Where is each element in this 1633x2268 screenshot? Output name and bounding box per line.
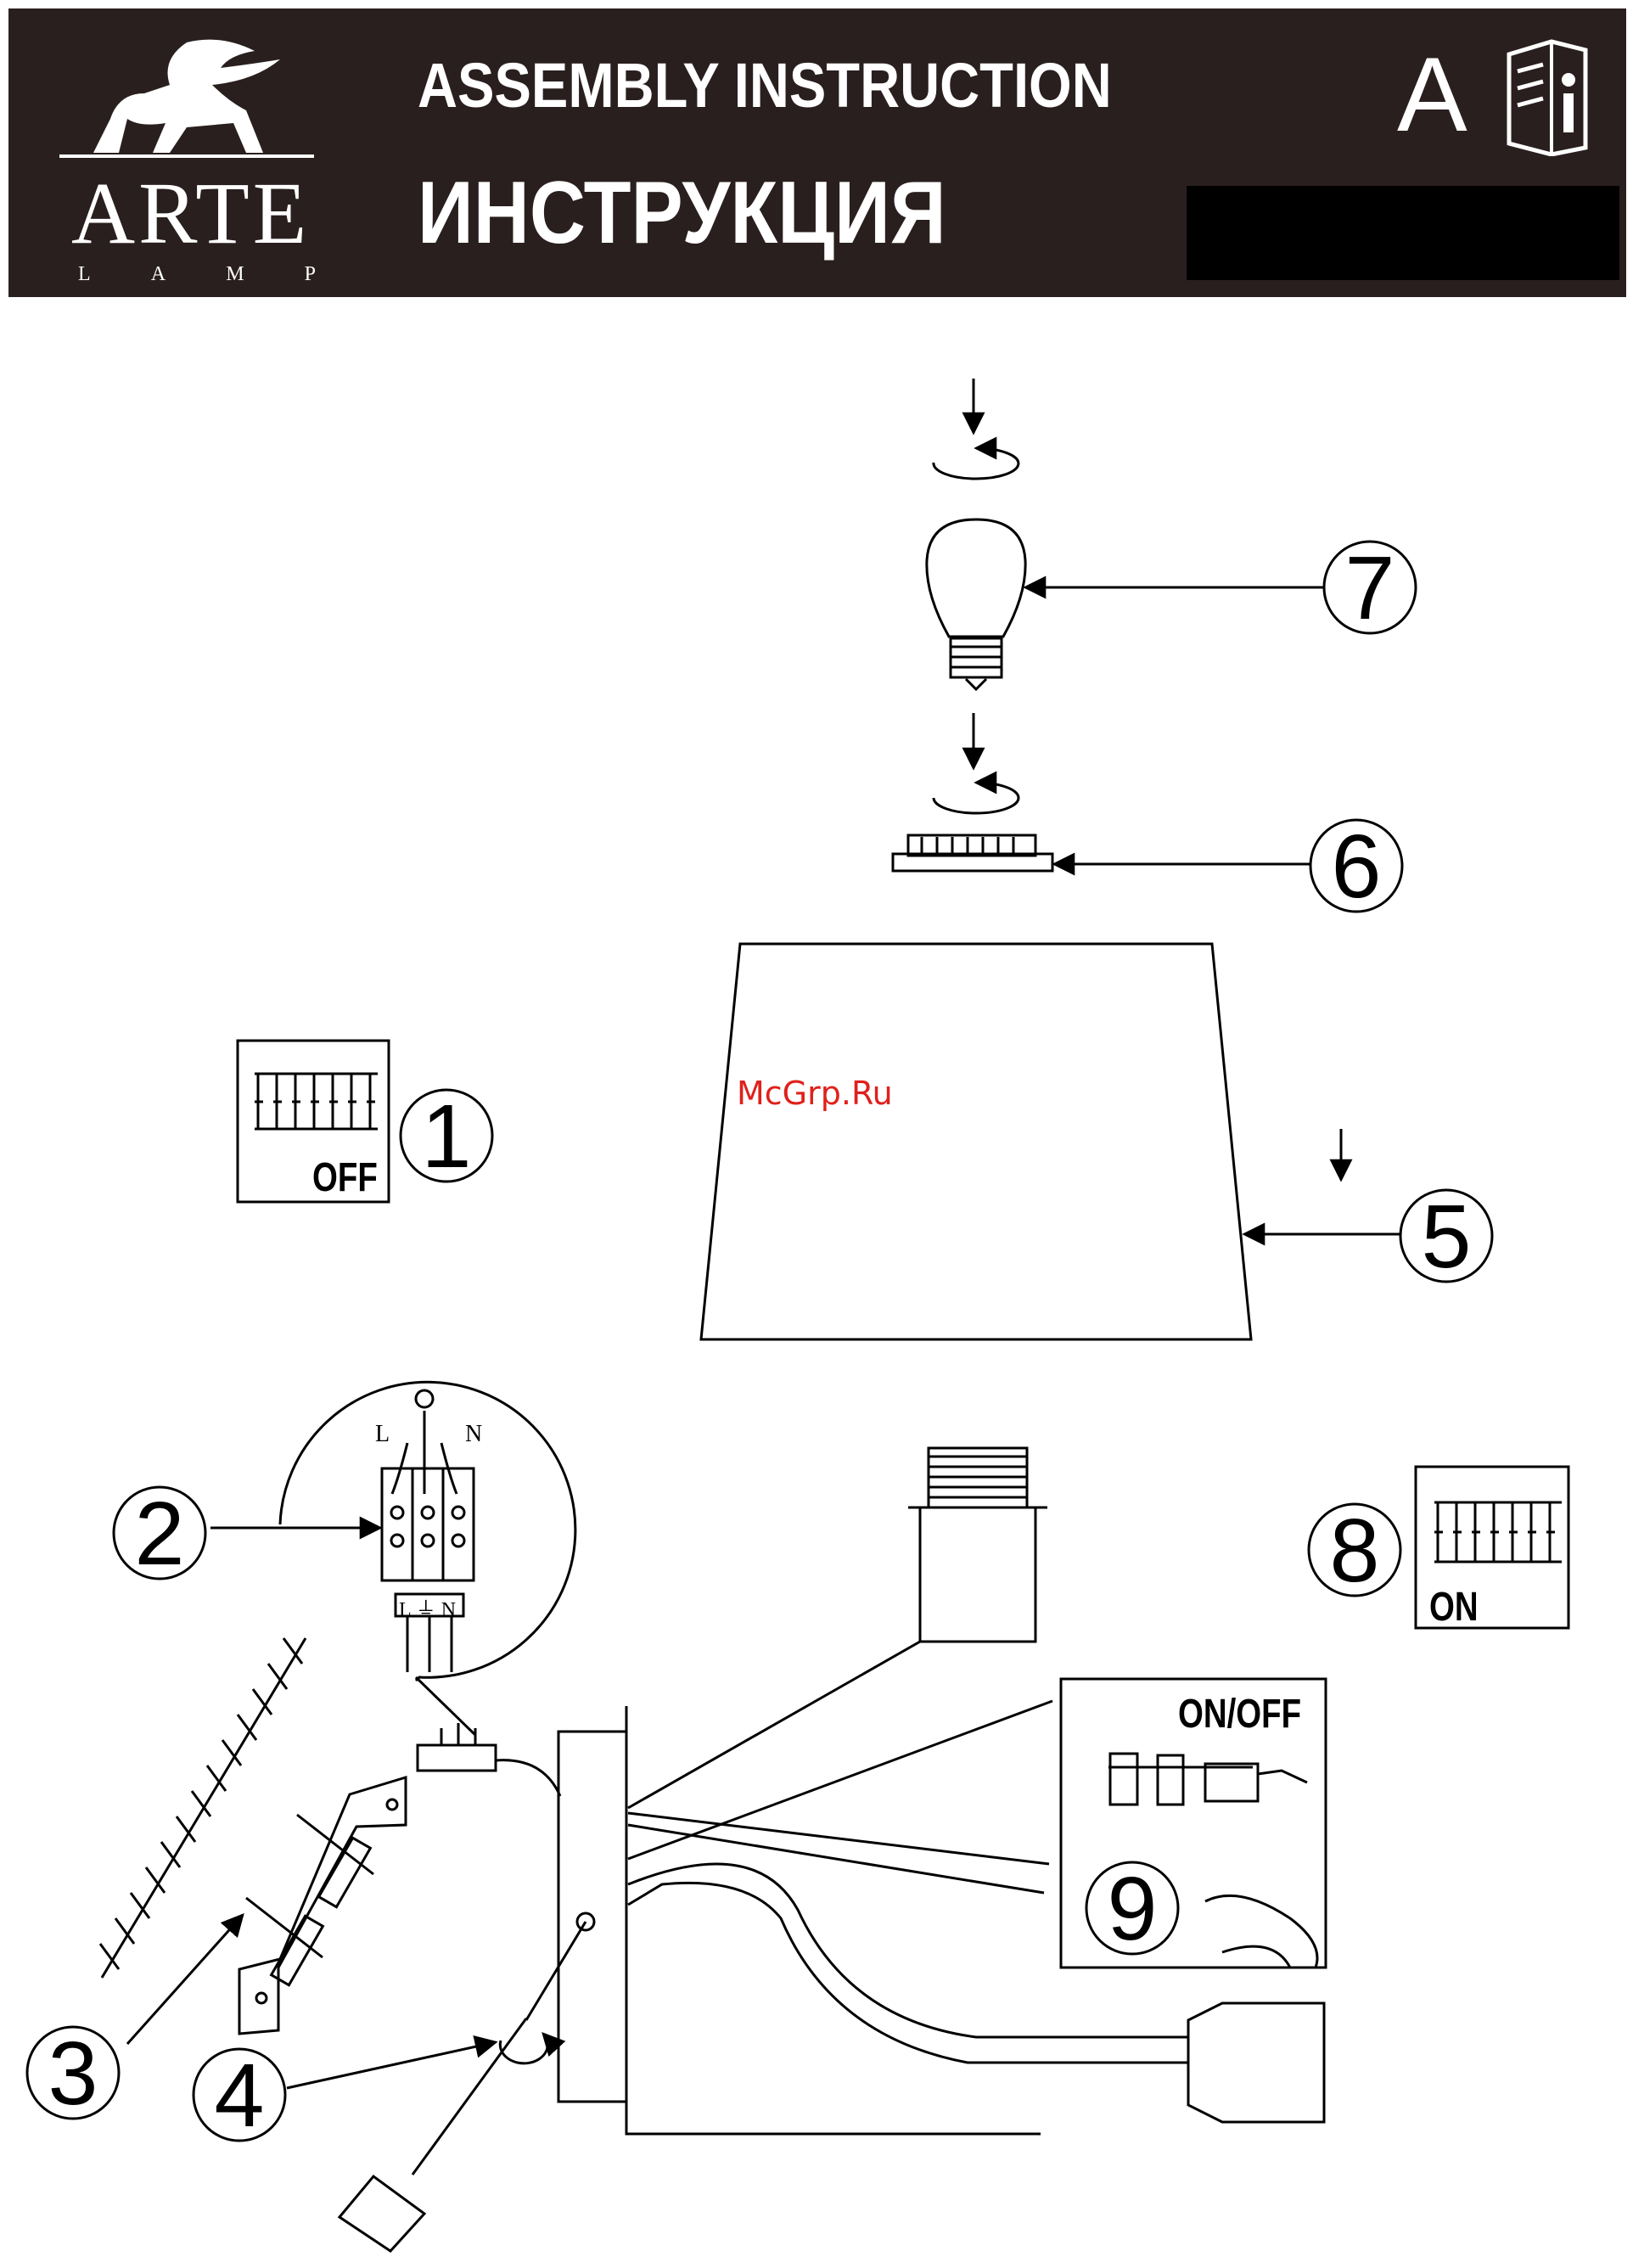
wire-n-label: N — [465, 1421, 482, 1448]
wall-lamp-body-icon — [558, 1448, 1324, 2134]
callout-3-leader — [127, 1915, 243, 2044]
callout-number-4: 4 — [193, 2051, 286, 2141]
callout-number-7: 7 — [1323, 543, 1417, 633]
callout-number-2: 2 — [113, 1489, 206, 1579]
callout-4-leader — [287, 2042, 496, 2088]
breaker-on-label: ON — [1429, 1584, 1479, 1631]
ring-down-arrow-icon — [934, 713, 1019, 813]
callout-number-5: 5 — [1400, 1192, 1493, 1282]
shade-ring-icon — [893, 835, 1052, 871]
watermark: McGrp.Ru — [737, 1075, 893, 1112]
wall-hatch-icon — [100, 1638, 306, 1978]
switch-on-off-label: ON/OFF — [1178, 1691, 1301, 1737]
breaker-off-label: OFF — [312, 1154, 378, 1201]
light-bulb-icon — [927, 519, 1025, 689]
terminal-block-icon — [418, 1723, 560, 1796]
callout-number-3: 3 — [26, 2029, 120, 2119]
mounting-bracket-icon — [239, 1777, 406, 2034]
wire-l-label: L — [375, 1421, 390, 1448]
callout-number-9: 9 — [1086, 1864, 1179, 1954]
bulb-down-arrow-icon — [934, 379, 1019, 479]
wiring-detail-icon — [280, 1382, 575, 1735]
callout-number-1: 1 — [400, 1092, 493, 1182]
callout-number-8: 8 — [1308, 1506, 1401, 1596]
lamp-shade-icon — [701, 944, 1251, 1339]
callout-number-6: 6 — [1310, 822, 1403, 912]
screwdriver-icon — [340, 1922, 586, 2251]
terminal-label: L ⏚ N — [399, 1592, 456, 1622]
